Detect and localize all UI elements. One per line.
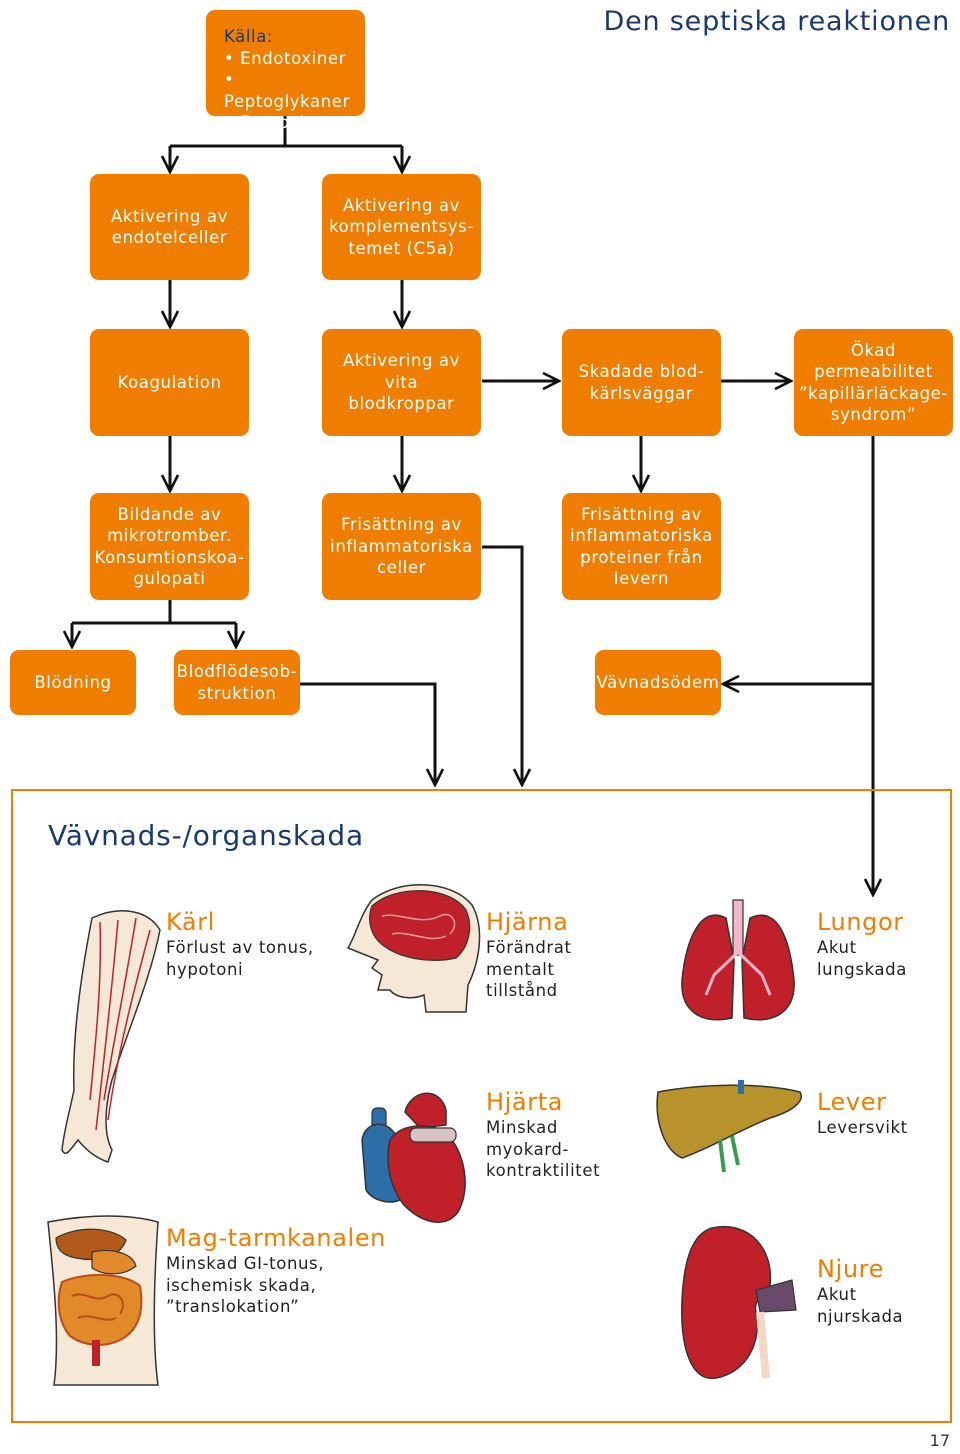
organ-desc-liver: Leversvikt	[817, 1117, 908, 1139]
box-line: temet (C5a)	[348, 238, 455, 258]
intestines-icon	[47, 1215, 159, 1386]
box-line: Blodflödesob-	[176, 662, 298, 681]
desc-line: Leversvikt	[817, 1118, 908, 1137]
kidney-icon	[681, 1225, 797, 1379]
arrow-microthrombi-branches	[72, 600, 236, 625]
endothelial-activation-box: Aktivering av endotelceller	[90, 174, 249, 280]
organ-desc-brain: Förändrat mentalt tillstånd	[486, 937, 572, 1002]
page-number: 17	[929, 1431, 950, 1450]
bleeding-box: Blödning	[10, 650, 136, 715]
source-item: • Exotoxiner	[224, 113, 334, 132]
desc-line: Förlust av tonus,	[166, 938, 314, 957]
box-line: inflammatoriska	[570, 526, 713, 545]
desc-line: Minskad GI-tonus,	[166, 1254, 325, 1273]
box-line: Vävnadsödem	[596, 672, 720, 692]
coagulation-box: Koagulation	[90, 329, 249, 436]
box-line: Konsumtionskoa-	[94, 547, 245, 567]
box-line: syndrom”	[830, 405, 917, 424]
arrow-obstruction-to-damage	[300, 682, 435, 785]
microthrombi-box: Bildande av mikrotromber. Konsumtionskoa-g…	[90, 493, 249, 600]
box-line: Skadade blod-	[578, 362, 705, 381]
section-title: Vävnads-/organskada	[48, 819, 364, 852]
box-line: kärlsväggar	[589, 383, 694, 403]
box-line: Aktivering av vita	[342, 351, 461, 392]
box-line: struktion	[197, 683, 277, 703]
organ-name-lungs: Lungor	[817, 908, 904, 936]
box-line: Frisättning av	[581, 504, 702, 524]
box-line: Koagulation	[117, 372, 222, 392]
box-line: proteiner från	[580, 547, 703, 567]
organ-desc-vessels: Förlust av tonus, hypotoni	[166, 937, 314, 980]
lungs-icon	[681, 899, 795, 1021]
increased-permeability-box: Ökad permeabilitet ”kapillärläckage-syndro…	[794, 329, 953, 436]
box-line: ”kapillärläckage-	[799, 383, 948, 403]
box-line: mikrotromber.	[107, 526, 232, 545]
box-line: komplementsys-	[329, 217, 474, 237]
box-line: Aktivering av	[342, 195, 461, 215]
box-line: Aktivering av	[110, 206, 229, 226]
desc-line: lungskada	[817, 959, 907, 979]
damaged-vessel-walls-box: Skadade blod-kärlsväggar	[562, 329, 721, 436]
desc-line: Förändrat	[486, 938, 572, 957]
box-line: permeabilitet	[814, 362, 933, 381]
desc-line: Minskad	[486, 1118, 558, 1137]
organ-desc-lungs: Akut lungskada	[817, 937, 907, 980]
page-title: Den septiska reaktionen	[603, 6, 950, 37]
arm-vessels-icon	[61, 910, 161, 1163]
tissue-edema-box: Vävnadsödem	[595, 650, 721, 715]
desc-line: Akut	[817, 1285, 857, 1304]
organ-name-vessels: Kärl	[166, 908, 215, 936]
desc-line: njurskada	[817, 1306, 904, 1326]
desc-line: mentalt	[486, 959, 555, 979]
inflammatory-proteins-box: Frisättning av inflammatoriska proteiner f…	[562, 493, 721, 600]
organ-name-gi-tract: Mag-tarmkanalen	[166, 1224, 386, 1252]
organ-damage-panel	[11, 789, 952, 1423]
box-line: levern	[613, 569, 670, 588]
desc-line: hypotoni	[166, 959, 244, 979]
desc-line: myokard-	[486, 1139, 570, 1159]
box-line: Ökad	[850, 340, 897, 360]
arrow-inflam-cells-to-damage	[482, 545, 522, 785]
organ-desc-gi-tract: Minskad GI-tonus, ischemisk skada, ”tran…	[166, 1253, 324, 1318]
organ-desc-heart: Minskad myokard- kontraktilitet	[486, 1117, 600, 1182]
box-line: blodkroppar	[348, 394, 455, 414]
desc-line: tillstånd	[486, 981, 558, 1000]
flow-obstruction-box: Blodflödesob-struktion	[174, 650, 300, 715]
source-item: • Endotoxiner	[224, 48, 347, 68]
liver-icon	[656, 1080, 802, 1173]
box-line: Bildande av	[117, 504, 222, 524]
desc-line: Akut	[817, 938, 857, 957]
box-line: inflammatoriska	[330, 536, 473, 556]
arrow-source-branches	[170, 116, 402, 148]
desc-line: ischemisk skada,	[166, 1275, 317, 1295]
source-item: • Peptoglykaner	[224, 70, 350, 111]
box-line: gulopati	[133, 569, 206, 588]
organ-name-heart: Hjärta	[486, 1088, 564, 1116]
organ-name-kidney: Njure	[817, 1255, 884, 1283]
desc-line: ”translokation”	[166, 1297, 300, 1316]
desc-line: kontraktilitet	[486, 1161, 601, 1180]
organ-name-brain: Hjärna	[486, 908, 569, 936]
box-line: celler	[377, 558, 426, 578]
heart-icon	[361, 1092, 466, 1223]
box-line: Blödning	[34, 672, 112, 692]
box-line: Frisättning av	[341, 515, 462, 535]
source-heading: Källa:	[224, 27, 274, 46]
organ-name-liver: Lever	[817, 1088, 887, 1116]
organ-desc-kidney: Akut njurskada	[817, 1284, 903, 1327]
source-box: Källa: • Endotoxiner • Peptoglykaner • E…	[206, 10, 365, 132]
box-line: endotelceller	[111, 228, 228, 247]
brain-icon	[346, 884, 481, 1013]
